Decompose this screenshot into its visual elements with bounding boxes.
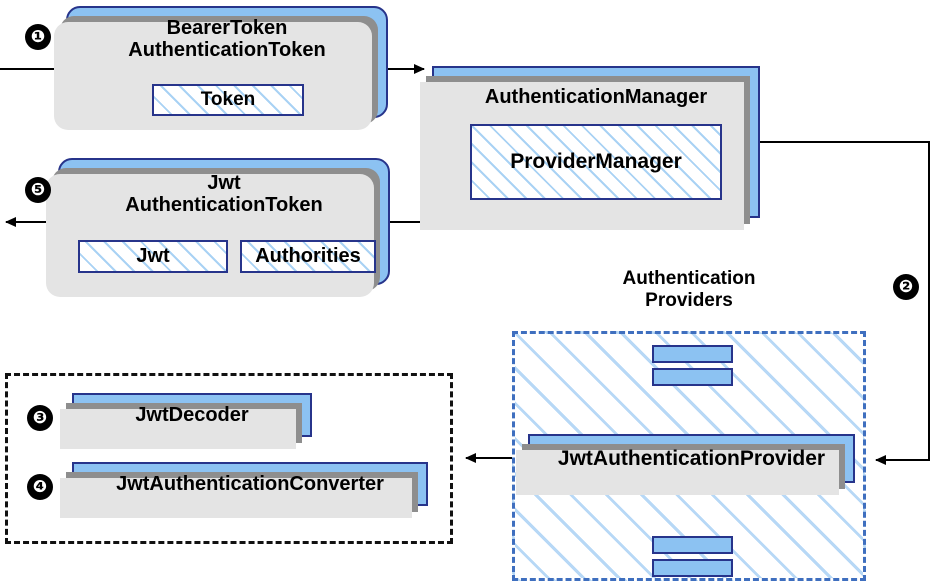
provider-bar-bottom-2 (652, 559, 733, 577)
chip-provider-manager: ProviderManager (470, 124, 722, 200)
step-bullet-1: ❶ (25, 24, 51, 50)
provider-bar-top-1 (652, 345, 733, 363)
node-title: BearerToken AuthenticationToken (128, 17, 326, 62)
node-jwt-authentication-converter[interactable]: JwtAuthenticationConverter (60, 462, 428, 518)
chip-jwt: Jwt (78, 240, 228, 273)
node-title: AuthenticationManager (484, 86, 708, 108)
chip-authorities: Authorities (240, 240, 376, 273)
node-jwt-authentication-provider[interactable]: JwtAuthenticationProvider (516, 434, 855, 495)
node-title: JwtDecoder (135, 403, 249, 426)
node-jwt-decoder[interactable]: JwtDecoder (60, 393, 312, 449)
provider-bar-top-2 (652, 368, 733, 386)
step-bullet-3: ❸ (27, 405, 53, 431)
chip-token: Token (152, 84, 304, 116)
step-bullet-5: ❺ (25, 177, 51, 203)
node-title: JwtAuthenticationProvider (557, 446, 826, 470)
node-title: JwtAuthenticationConverter (116, 472, 384, 495)
authentication-providers-label: Authentication Providers (622, 268, 756, 311)
node-jwt-authentication-token[interactable]: Jwt AuthenticationToken Jwt Authorities (46, 158, 390, 297)
node-title: Jwt AuthenticationToken (125, 172, 323, 217)
node-authentication-manager[interactable]: AuthenticationManager ProviderManager (420, 66, 760, 230)
step-bullet-2: ❷ (893, 274, 919, 300)
provider-bar-bottom-1 (652, 536, 733, 554)
step-bullet-4: ❹ (27, 474, 53, 500)
node-bearer-token-authentication-token[interactable]: BearerToken AuthenticationToken Token (54, 6, 388, 130)
